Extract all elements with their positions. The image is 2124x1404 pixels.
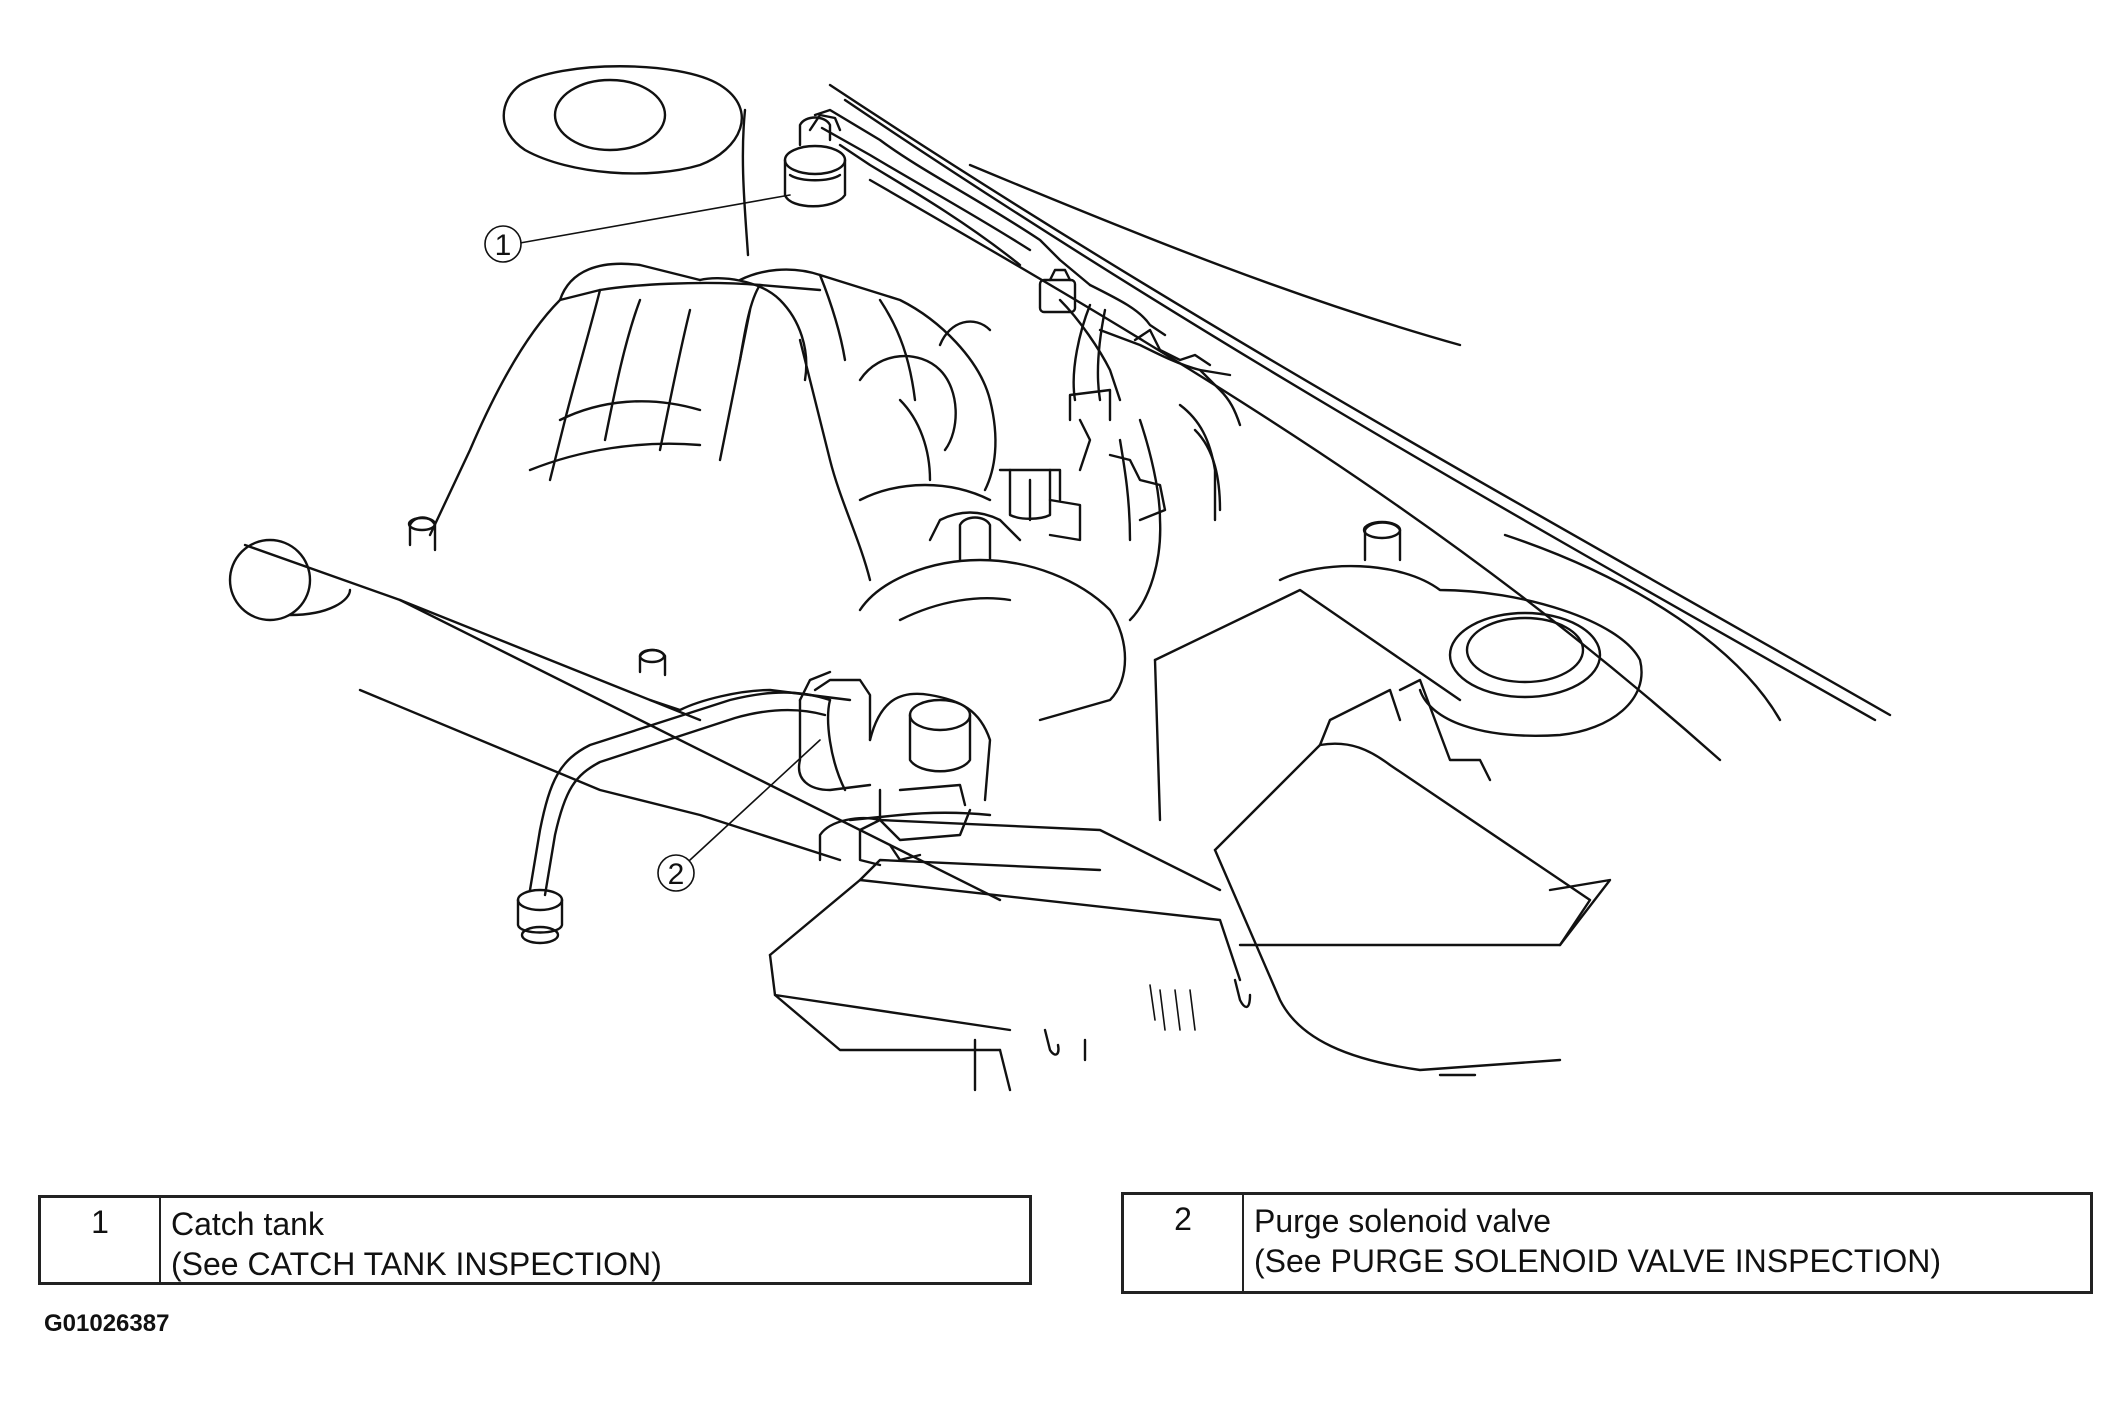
catch-tank [783,113,847,208]
battery-box [768,811,1252,1092]
throttle-body-assembly [858,268,1127,722]
purge-solenoid-valve [797,670,992,867]
left-rail [228,516,1002,902]
legend-description: Catch tank (See CATCH TANK INSPECTION) [161,1198,1029,1282]
legend-reference: (See CATCH TANK INSPECTION) [171,1246,662,1282]
callout-1: 1 [484,194,791,263]
callout-2: 2 [657,739,821,892]
vacuum-pipe [516,691,832,945]
legend-entry-2: 2 Purge solenoid valve (See PURGE SOLENO… [1121,1192,2093,1294]
air-cleaner-box [1153,588,1612,1077]
left-strut-tower [502,65,750,257]
intake-plenum [428,262,997,582]
body-panel-lines [828,83,1892,762]
legend-entry-1: 1 Catch tank (See CATCH TANK INSPECTION) [38,1195,1032,1285]
legend-number: 2 [1124,1195,1244,1291]
legend-part-name: Catch tank [171,1206,324,1242]
engine-bay-line-drawing: 1 2 [228,65,1892,1092]
legend-number: 1 [41,1198,161,1282]
callout-1-label: 1 [495,229,512,262]
right-strut-tower [1278,520,1643,737]
catch-tank-lines [813,108,1242,622]
legend-reference: (See PURGE SOLENOID VALVE INSPECTION) [1254,1243,1941,1279]
legend-description: Purge solenoid valve (See PURGE SOLENOID… [1244,1195,2090,1291]
callout-2-label: 2 [668,858,685,891]
figure-id: G01026387 [44,1310,170,1337]
legend-part-name: Purge solenoid valve [1254,1203,1552,1239]
